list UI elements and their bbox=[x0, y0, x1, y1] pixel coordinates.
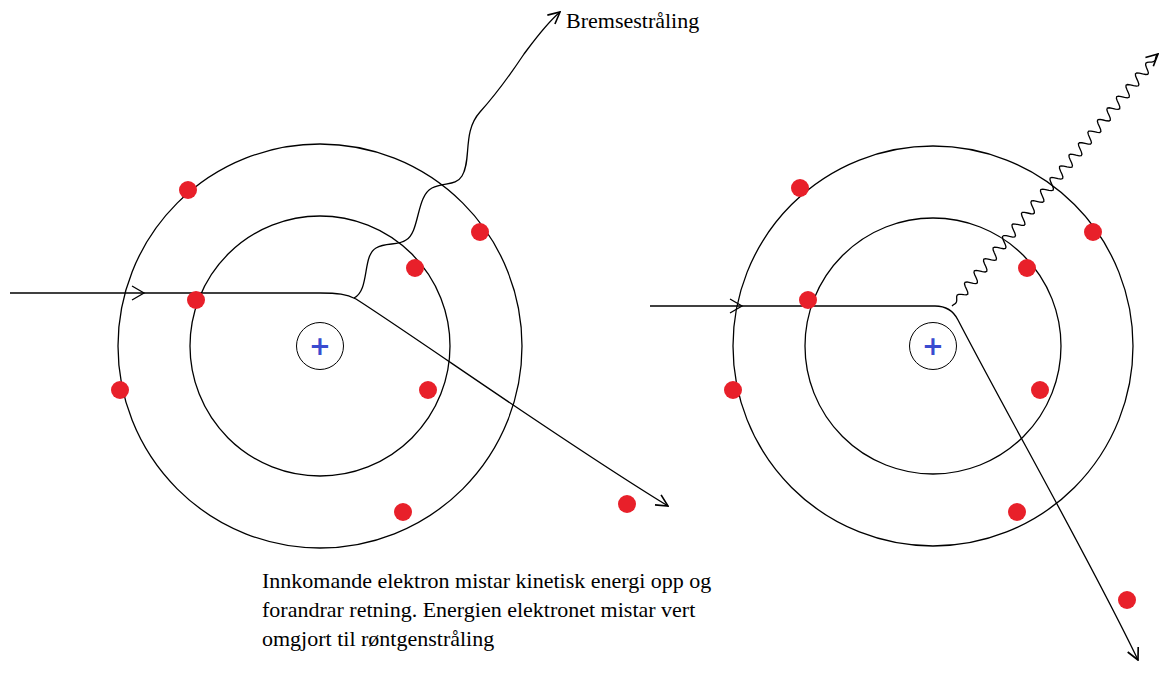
right-atom bbox=[650, 54, 1158, 660]
bremsstrahlung-wave bbox=[952, 54, 1158, 306]
electron bbox=[791, 179, 809, 197]
electron bbox=[799, 291, 817, 309]
incoming-electron-path bbox=[650, 305, 935, 306]
electron bbox=[1008, 503, 1026, 521]
caption-text: Innkomande elektron mistar kinetisk ener… bbox=[262, 566, 767, 653]
inner-shell bbox=[190, 216, 450, 476]
electron bbox=[419, 381, 437, 399]
outer-shell bbox=[118, 144, 522, 548]
electron bbox=[1084, 223, 1102, 241]
nucleus-circle: + bbox=[909, 322, 957, 370]
electron bbox=[471, 223, 489, 241]
electron bbox=[406, 259, 424, 277]
electron bbox=[179, 181, 197, 199]
electron bbox=[1031, 381, 1049, 399]
outer-shell bbox=[733, 146, 1133, 546]
electron bbox=[724, 381, 742, 399]
electron bbox=[394, 503, 412, 521]
arrow-head bbox=[132, 286, 144, 300]
arrow-head bbox=[730, 299, 742, 313]
electron bbox=[111, 381, 129, 399]
electron bbox=[187, 291, 205, 309]
electron bbox=[618, 495, 636, 513]
charge-sign: + bbox=[309, 333, 331, 359]
inner-shell bbox=[805, 218, 1061, 474]
electron bbox=[1118, 591, 1136, 609]
radiation-label: Bremsestråling bbox=[566, 8, 699, 34]
deflected-electron-path bbox=[935, 306, 1138, 660]
bremsstrahlung-wave bbox=[354, 12, 560, 298]
left-atom bbox=[10, 12, 668, 548]
incoming-electron-path bbox=[10, 292, 320, 293]
right-electrons bbox=[724, 179, 1136, 609]
deflected-electron-path bbox=[320, 293, 668, 506]
nucleus-circle: + bbox=[296, 322, 344, 370]
left-electrons bbox=[111, 181, 636, 521]
electron bbox=[1018, 259, 1036, 277]
charge-sign: + bbox=[922, 333, 944, 359]
